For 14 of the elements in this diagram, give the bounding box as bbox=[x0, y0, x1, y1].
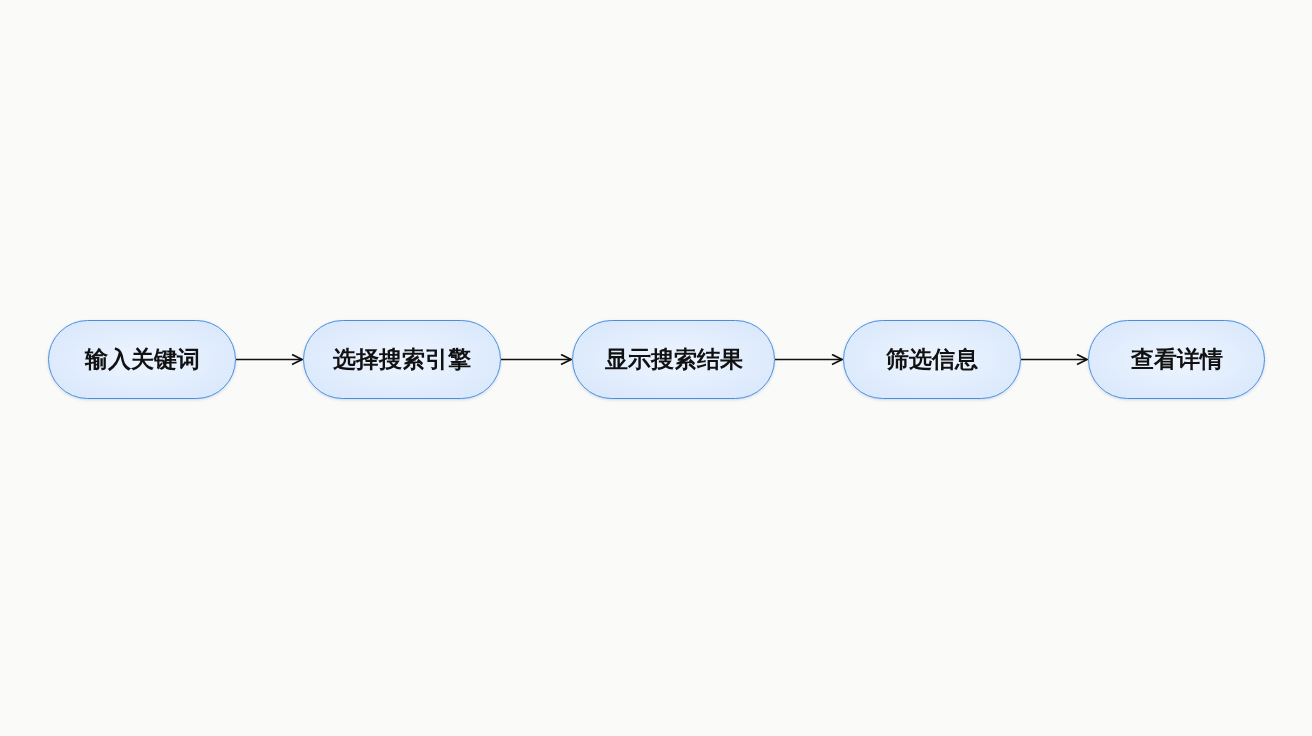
step-label: 查看详情 bbox=[1130, 345, 1223, 374]
process-pill bbox=[843, 320, 1021, 399]
step-label: 筛选信息 bbox=[886, 345, 978, 374]
process-pill bbox=[303, 320, 501, 399]
arrow bbox=[500, 353, 572, 366]
step-label: 显示搜索结果 bbox=[604, 345, 743, 374]
arrow bbox=[1020, 353, 1088, 366]
step-label: 输入关键词 bbox=[84, 345, 200, 374]
arrow bbox=[235, 353, 303, 366]
process-pill bbox=[1088, 320, 1265, 399]
process-pill bbox=[572, 320, 775, 399]
arrow bbox=[774, 353, 843, 366]
step-label: 选择搜索引擎 bbox=[333, 345, 471, 374]
process-pill bbox=[48, 320, 236, 399]
